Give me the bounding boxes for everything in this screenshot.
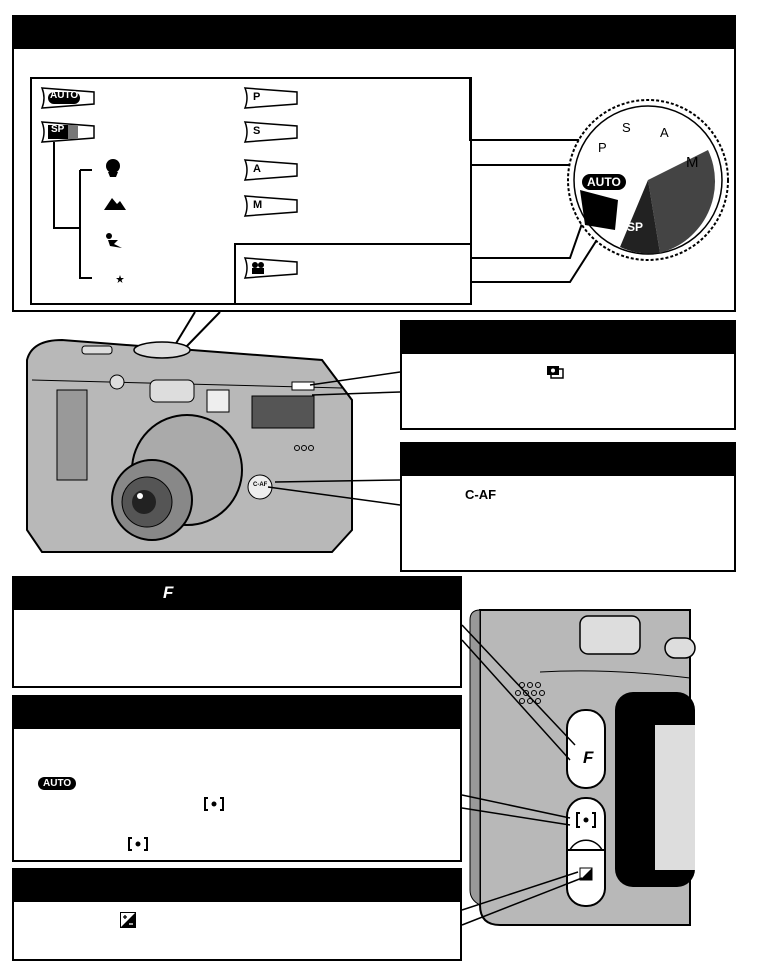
mode-tag-auto-label: AUTO: [50, 90, 79, 101]
function-panel: [12, 576, 462, 688]
continuous-shooting-icon: [547, 366, 564, 379]
mode-tag-auto: [40, 87, 95, 109]
spot-metering-title-bar: [14, 697, 460, 729]
dial-label-auto: AUTO: [582, 174, 626, 190]
exposure-compensation-icon: [120, 912, 136, 928]
function-panel-title-bar: [14, 578, 460, 610]
portrait-icon: [106, 159, 120, 177]
spot-metering-panel: [12, 695, 462, 862]
night-scene-icon: [107, 270, 124, 287]
mode-tag-a-label: A: [253, 163, 261, 175]
caf-title-bar: [402, 444, 734, 476]
mode-tag-p-label: P: [253, 91, 261, 103]
mode-tag-p: [243, 87, 298, 109]
continuous-shooting-title-bar: [402, 322, 734, 354]
dial-label-a: A: [660, 125, 669, 140]
exposure-compensation-title-bar: [14, 870, 460, 902]
landscape-icon: [104, 198, 126, 210]
dial-label-m: M: [686, 154, 699, 171]
camera-front-illustration: [26, 338, 353, 553]
function-panel-title-symbol: F: [163, 583, 174, 602]
mode-tag-m: [243, 195, 298, 217]
caf-panel: [400, 442, 736, 572]
mode-tag-s-label: S: [253, 125, 261, 137]
mode-tag-sp: [40, 121, 95, 143]
mode-tag-sp-label: SP: [51, 124, 65, 135]
exposure-compensation-panel: [12, 868, 462, 961]
spot-metering-icon: [204, 797, 224, 811]
mode-tag-m-label: M: [253, 199, 263, 211]
dial-label-s: S: [622, 120, 631, 135]
spot-metering-icon-2: [128, 837, 148, 851]
continuous-shooting-panel: [400, 320, 736, 430]
dial-connector-lines: [174, 77, 601, 349]
sports-icon: [106, 233, 122, 248]
front-leader-lines: [267, 371, 401, 506]
mode-tag-s: [243, 121, 298, 143]
camera-back-illustration: [469, 609, 696, 926]
mode-tag-a: [243, 159, 298, 181]
dial-label-p: P: [598, 140, 607, 155]
scene-bracket: [53, 142, 92, 279]
back-f-button-label: F: [583, 748, 594, 767]
dial-label-sp: SP: [627, 220, 644, 234]
mode-dial-panel-title-bar: [14, 17, 734, 49]
caf-text: C-AF: [465, 487, 497, 502]
caf-button-label: C-AF: [253, 482, 268, 488]
mode-dial-illustration: [567, 99, 729, 261]
mode-tag-movie: [243, 257, 298, 279]
spot-auto-badge: AUTO: [38, 777, 77, 790]
